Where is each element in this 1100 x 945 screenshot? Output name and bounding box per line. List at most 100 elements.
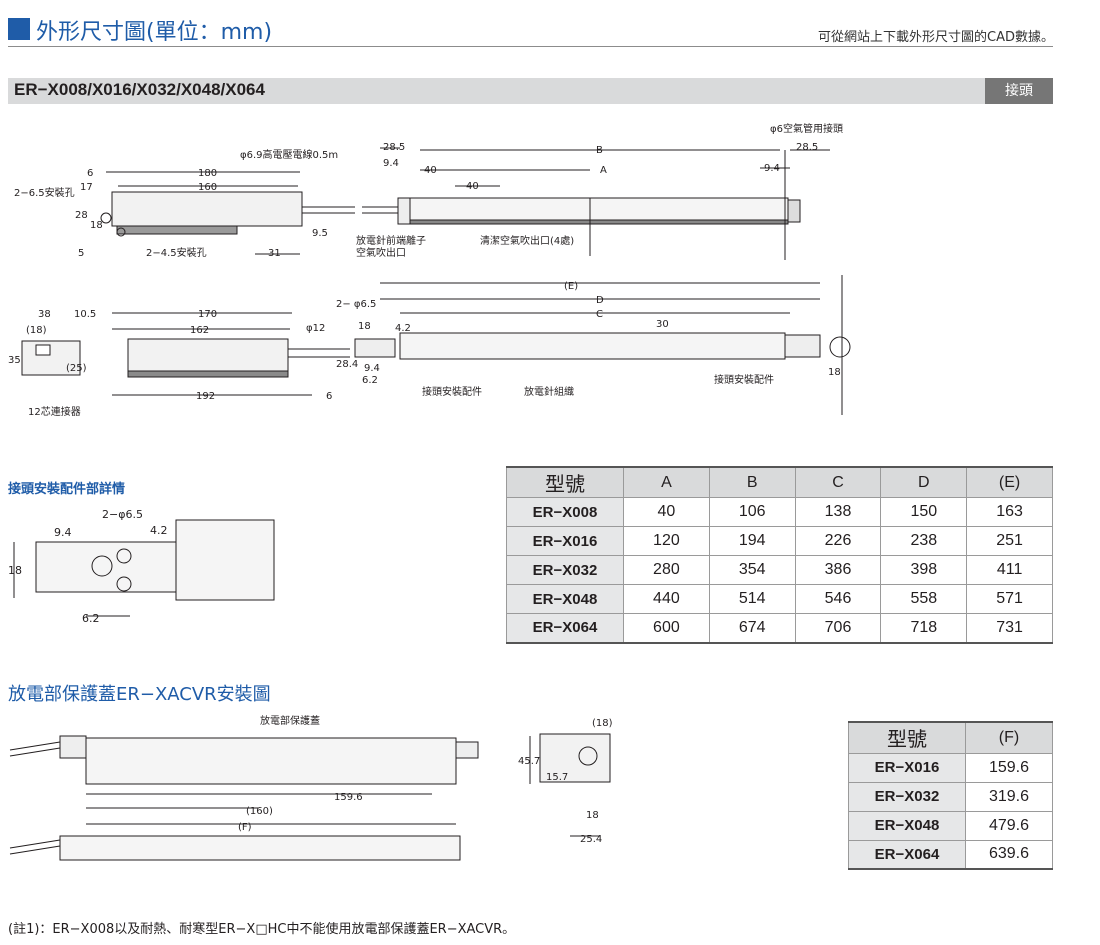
- model-cell: ER−X032: [848, 781, 966, 812]
- dim-label: 17: [80, 182, 93, 193]
- table-row: ER−X032 319.6: [848, 781, 1053, 812]
- dim-label: 18: [8, 564, 22, 577]
- detail-drawing: 2−φ6.5 9.4 4.2 18 6.2: [8, 508, 275, 625]
- value-cell: 106: [708, 497, 796, 527]
- model-cell: ER−X048: [848, 810, 966, 841]
- cad-note: 可從網站上下載外形尺寸圖的CAD數據。: [818, 30, 1054, 45]
- value-cell: 238: [880, 526, 968, 556]
- value-cell: 319.6: [965, 781, 1053, 812]
- value-cell: 639.6: [965, 839, 1053, 870]
- dim-label: 45.7: [518, 756, 540, 767]
- model-cell: ER−X032: [506, 555, 624, 585]
- dim-label: 28.4: [336, 359, 358, 370]
- value-cell: 138: [794, 497, 882, 527]
- dim-label: 18: [828, 367, 841, 378]
- table-row: ER−X064 600 674 706 718 731: [506, 613, 1053, 643]
- value-cell: 194: [708, 526, 796, 556]
- dim-label: 159.6: [334, 792, 363, 803]
- value-cell: 40: [623, 497, 710, 527]
- model-title: ER−X008/X016/X032/X048/X064: [14, 80, 265, 99]
- cover-section-title: 放電部保護蓋ER−XACVR安裝圖: [8, 684, 271, 705]
- mount-hole: [100, 212, 112, 224]
- value-cell: 411: [966, 555, 1053, 585]
- connector-body: [21, 340, 81, 376]
- dim-label: 31: [268, 248, 281, 259]
- table-row: ER−X048 479.6: [848, 810, 1053, 841]
- model-cell: ER−X016: [848, 752, 966, 783]
- dim-label: 9.5: [312, 228, 328, 239]
- value-cell: 571: [966, 584, 1053, 614]
- note-label: 2−6.5安裝孔: [14, 186, 75, 199]
- dim-label: (25): [66, 363, 87, 374]
- ionizer-bar-side: [399, 332, 786, 360]
- mount-hole: [116, 227, 126, 237]
- value-cell: 159.6: [965, 752, 1053, 783]
- section-marker: [8, 18, 30, 40]
- dim-label: 6: [87, 168, 93, 179]
- value-cell: 514: [708, 584, 796, 614]
- dim-label: 40: [424, 165, 437, 176]
- dim-label: B: [596, 145, 603, 156]
- value-cell: 731: [966, 613, 1053, 643]
- dim-label: 18: [586, 810, 599, 821]
- note-label: 接頭安裝配件: [422, 385, 482, 398]
- note-label: φ6空氣管用接頭: [770, 122, 843, 135]
- cover-body: [85, 737, 457, 785]
- value-cell: 251: [966, 526, 1053, 556]
- value-cell: 354: [708, 555, 796, 585]
- table-row: ER−X016 159.6: [848, 752, 1053, 783]
- dim-label: D: [596, 295, 604, 306]
- dim-label: 192: [196, 391, 215, 402]
- value-cell: 600: [623, 613, 710, 643]
- tube-fitting: [829, 336, 851, 358]
- dim-label: 9.4: [54, 526, 72, 539]
- table-header: (E): [966, 466, 1053, 498]
- model-bar: [8, 78, 1053, 104]
- model-cell: ER−X064: [848, 839, 966, 870]
- power-unit-side: [127, 338, 289, 372]
- dim-label: 180: [198, 168, 217, 179]
- table-header: A: [623, 466, 710, 498]
- note-label: 清潔空氣吹出口(4處): [480, 234, 574, 247]
- dim-label: 160: [198, 182, 217, 193]
- dim-label: 10.5: [74, 309, 96, 320]
- cover-table: 型號 (F) ER−X016 159.6 ER−X032 319.6 ER−X0…: [848, 721, 1053, 870]
- table-header: 型號: [506, 466, 624, 498]
- table-header: 型號: [848, 721, 966, 754]
- dim-label: 170: [198, 309, 217, 320]
- dim-label: 6: [326, 391, 332, 402]
- dim-label: 25.4: [580, 834, 602, 845]
- value-cell: 718: [880, 613, 968, 643]
- dim-label: 18: [90, 220, 103, 231]
- model-cell: ER−X016: [506, 526, 624, 556]
- dim-label: 18: [358, 321, 371, 332]
- dim-label: 40: [466, 181, 479, 192]
- note-label: 接頭安裝配件: [714, 373, 774, 386]
- dim-label: 162: [190, 325, 209, 336]
- detail-title: 接頭安裝配件部詳情: [8, 482, 126, 497]
- model-cell: ER−X064: [506, 613, 624, 643]
- value-cell: 280: [623, 555, 710, 585]
- cover-drawing: 放電部保護蓋 159.6 (160) (F) (18) 45.7 15.7 18…: [9, 714, 613, 861]
- header-divider: [8, 46, 1053, 47]
- dim-label: 9.4: [383, 158, 399, 169]
- dim-label: 9.4: [364, 363, 380, 374]
- table-row: ER−X008 40 106 138 150 163: [506, 497, 1053, 527]
- model-cell: ER−X008: [506, 497, 624, 527]
- page-title: 外形尺寸圖(單位：mm): [36, 20, 273, 45]
- dim-label: 35: [8, 355, 21, 366]
- power-unit-body: [111, 191, 303, 227]
- footnote: (註1)：ER−X008以及耐熱、耐寒型ER−X□HC中不能使用放電部保護蓋ER…: [8, 922, 516, 937]
- dim-label: 4.2: [395, 323, 411, 334]
- dim-label: 38: [38, 309, 51, 320]
- note-label: 放電針組織: [524, 385, 574, 398]
- ionizer-bar: [409, 197, 789, 221]
- dim-label: (18): [26, 325, 47, 336]
- value-cell: 546: [794, 584, 882, 614]
- dim-label: 28: [75, 210, 88, 221]
- type-badge: 接頭: [985, 78, 1053, 104]
- power-unit-fins: [116, 225, 238, 235]
- value-cell: 706: [794, 613, 882, 643]
- value-cell: 386: [794, 555, 882, 585]
- table-header: B: [708, 466, 796, 498]
